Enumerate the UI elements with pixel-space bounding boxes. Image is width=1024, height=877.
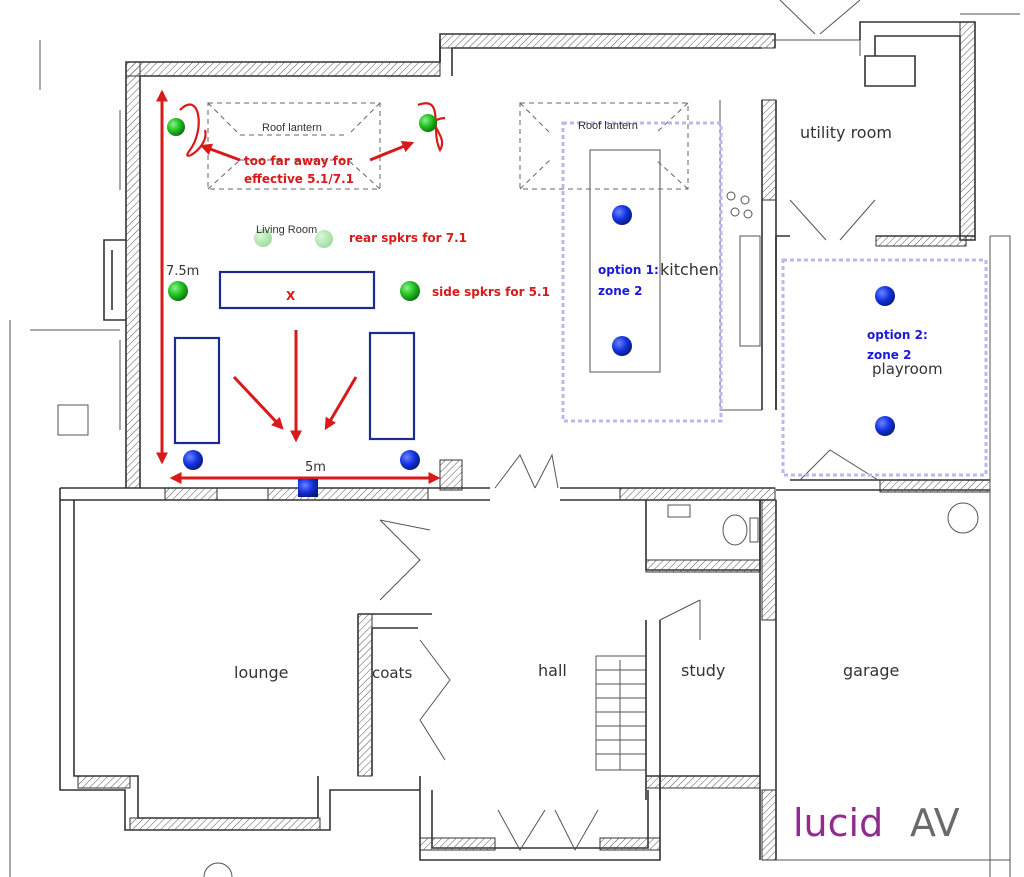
option1-line-1: option 1: [598,263,659,277]
roof-lantern-right-label: Roof lantern [578,120,638,132]
brand-word-av: AV [910,801,960,845]
option1-line-2: zone 2 [598,284,642,298]
side-speakers-label: side spkrs for 5.1 [432,285,550,299]
too-far-line-1: too far away for [244,154,352,168]
front-left-height-speaker [167,118,185,136]
utility-room-label: utility room [800,123,892,142]
walls [9,0,1020,877]
kitchen-zone-outline [561,121,723,423]
coats-label: coats [372,664,412,682]
dim-width-label: 5m [305,460,326,475]
front-right-height-speaker [419,114,437,132]
coffee-table [218,270,376,310]
side-left-speaker [168,281,188,301]
seat-marker: X [286,289,296,303]
kitchen-speaker-2 [612,336,632,356]
playroom-speaker-2 [875,416,895,436]
front-right-speaker [400,450,420,470]
playroom-speaker-1 [875,286,895,306]
hall-label: hall [538,661,567,680]
living-room-label: Living Room [256,224,317,236]
side-right-speaker [400,281,420,301]
kitchen-speaker-1 [612,205,632,225]
option2-line-1: option 2: [867,328,928,342]
centre-speaker [298,479,318,497]
lucid-av-logo: lucid AV [793,801,960,845]
playroom-label: playroom [872,360,943,378]
rear-left-speaker [254,229,272,247]
speakers [167,114,895,497]
playroom-zone-outline [781,258,988,477]
roof-lantern-left-label: Roof lantern [262,122,322,134]
lounge-label: lounge [234,663,289,682]
study-label: study [681,661,725,680]
rear-right-speaker [315,230,333,248]
sofa-left [173,336,221,445]
dim-length-label: 7.5m [166,264,199,279]
brand-word-lucid: lucid [793,801,883,845]
sofa-right [368,331,416,441]
garage-label: garage [843,661,899,680]
too-far-line-2: effective 5.1/7.1 [244,172,354,186]
front-left-speaker [183,450,203,470]
rear-speakers-label: rear spkrs for 7.1 [349,231,467,245]
kitchen-label: kitchen [660,260,719,279]
option2-line-2: zone 2 [867,348,911,362]
